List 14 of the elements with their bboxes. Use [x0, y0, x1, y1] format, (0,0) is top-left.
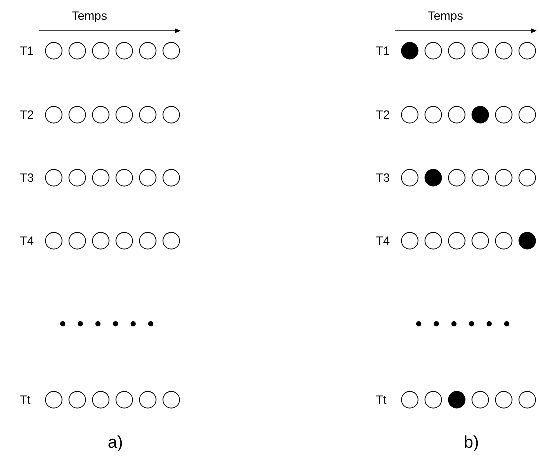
axis-label: Temps	[428, 9, 464, 23]
row-label: T2	[376, 108, 392, 122]
row-label: Tt	[20, 393, 32, 407]
row-label: T1	[376, 44, 392, 58]
row-label: Tt	[376, 393, 388, 407]
axis-label: Temps	[72, 9, 108, 23]
row-label: T2	[20, 108, 36, 122]
panel-caption: b)	[464, 433, 480, 453]
row-label: T4	[376, 234, 392, 248]
panel-caption: a)	[108, 433, 124, 453]
row-label: T1	[20, 44, 36, 58]
row-label: T3	[376, 171, 392, 185]
row-label: T3	[20, 171, 36, 185]
row-label: T4	[20, 234, 36, 248]
